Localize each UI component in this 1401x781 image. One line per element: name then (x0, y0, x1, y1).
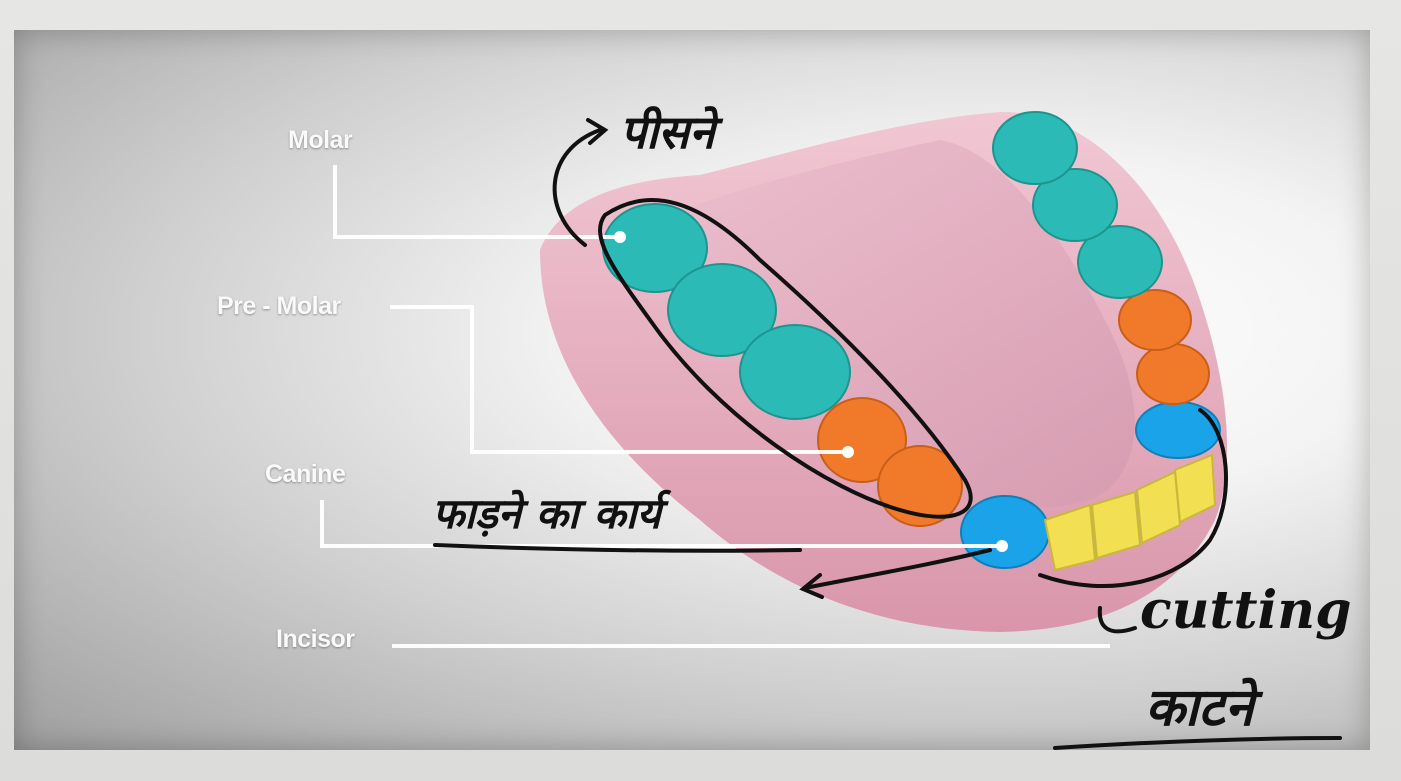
premolar-label: Pre - Molar (217, 292, 341, 321)
canine-pointer-dot (996, 540, 1008, 552)
canine-tooth-left (961, 496, 1049, 568)
molar-tooth (740, 325, 850, 419)
molar-label: Molar (288, 126, 352, 155)
incisor-tooth (1092, 492, 1140, 558)
premolar-pointer-dot (842, 446, 854, 458)
premolar-tooth (1119, 290, 1191, 350)
molar-tooth (993, 112, 1077, 184)
grinding-annotation: पीसने (620, 100, 715, 162)
canine-tooth-right (1136, 402, 1220, 458)
canine-label: Canine (265, 460, 345, 489)
incisor-label: Incisor (276, 625, 354, 654)
premolar-tooth (1137, 344, 1209, 404)
cutting-annotation-en: cutting (1140, 580, 1351, 641)
tearing-annotation: फाड़ने का कार्य (432, 484, 661, 541)
cutting-annotation-hi: काटने (1145, 670, 1253, 741)
molar-pointer-dot (614, 231, 626, 243)
